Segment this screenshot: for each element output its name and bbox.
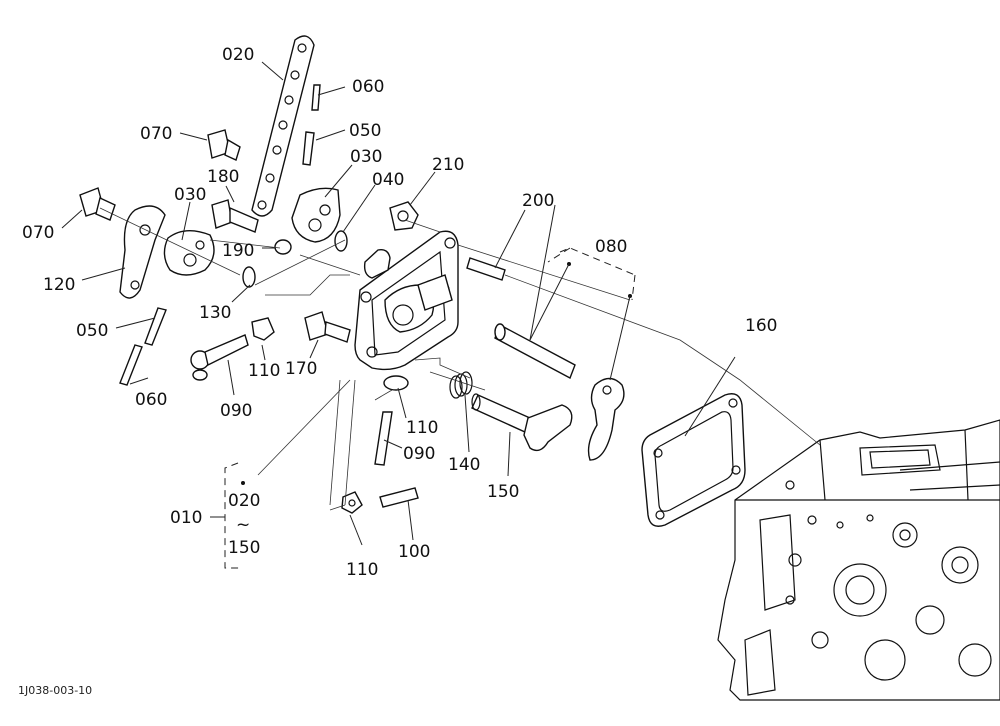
bolt-180 xyxy=(211,199,259,233)
callout-100: 100 xyxy=(398,542,430,562)
callout-labels: 020 060 070 050 030 040 210 180 030 070 … xyxy=(18,45,777,697)
callout-020-range: 020 xyxy=(228,491,260,511)
callout-200: 200 xyxy=(522,191,554,211)
callout-090-a: 090 xyxy=(220,401,252,421)
callout-050-left: 050 xyxy=(76,321,108,341)
callout-060-left: 060 xyxy=(135,390,167,410)
callout-150-range: 150 xyxy=(228,538,260,558)
shaft-080 xyxy=(494,323,625,461)
callout-030-left: 030 xyxy=(174,185,206,205)
lever-020 xyxy=(251,35,315,217)
callout-160: 160 xyxy=(745,316,777,336)
o-ring-040 xyxy=(334,230,348,252)
callout-070-top: 070 xyxy=(140,124,172,144)
leader-lines xyxy=(61,61,821,546)
o-ring-130 xyxy=(242,266,256,288)
callout-210: 210 xyxy=(432,155,464,175)
bracket-080 xyxy=(529,247,636,381)
callout-110-c: 110 xyxy=(346,560,378,580)
left-assembly xyxy=(79,187,215,299)
callout-130: 130 xyxy=(199,303,231,323)
callout-060-top: 060 xyxy=(352,77,384,97)
callout-110-b: 110 xyxy=(406,418,438,438)
screw-090-a xyxy=(190,334,249,381)
nut-110-b xyxy=(383,375,409,391)
callout-070-left: 070 xyxy=(22,223,54,243)
callout-150: 150 xyxy=(487,482,519,502)
bracket-010 xyxy=(210,462,245,569)
pins-left xyxy=(119,307,167,386)
drawing-code: 1J038-003-10 xyxy=(18,684,92,697)
fork-lever-150 xyxy=(471,393,573,452)
stud-200 xyxy=(466,257,506,281)
screw-100 xyxy=(379,487,419,508)
nut-070-top xyxy=(207,129,241,161)
cam-030-top xyxy=(291,187,341,243)
callout-040: 040 xyxy=(372,170,404,190)
dot-marker xyxy=(241,481,245,485)
washer-190 xyxy=(274,239,292,255)
pins-top xyxy=(302,84,321,166)
governor-cover xyxy=(354,230,459,371)
callout-050-top: 050 xyxy=(349,121,381,141)
callout-190: 190 xyxy=(222,241,254,261)
callout-180: 180 xyxy=(207,167,239,187)
callout-010: 010 xyxy=(170,508,202,528)
callout-120: 120 xyxy=(43,275,75,295)
nut-210 xyxy=(389,201,419,231)
screw-090-b xyxy=(374,411,393,466)
callout-020-top: 020 xyxy=(222,45,254,65)
bolt-170 xyxy=(304,311,351,343)
engine-block xyxy=(717,419,1000,701)
gasket xyxy=(641,393,746,527)
callout-140: 140 xyxy=(448,455,480,475)
nut-110-a xyxy=(251,317,275,341)
callout-030-top: 030 xyxy=(350,147,382,167)
callout-110-a: 110 xyxy=(248,361,280,381)
callout-090-b: 090 xyxy=(403,444,435,464)
callout-080: 080 xyxy=(595,237,627,257)
callout-range-tilde: ~ xyxy=(236,515,250,535)
callout-170: 170 xyxy=(285,359,317,379)
